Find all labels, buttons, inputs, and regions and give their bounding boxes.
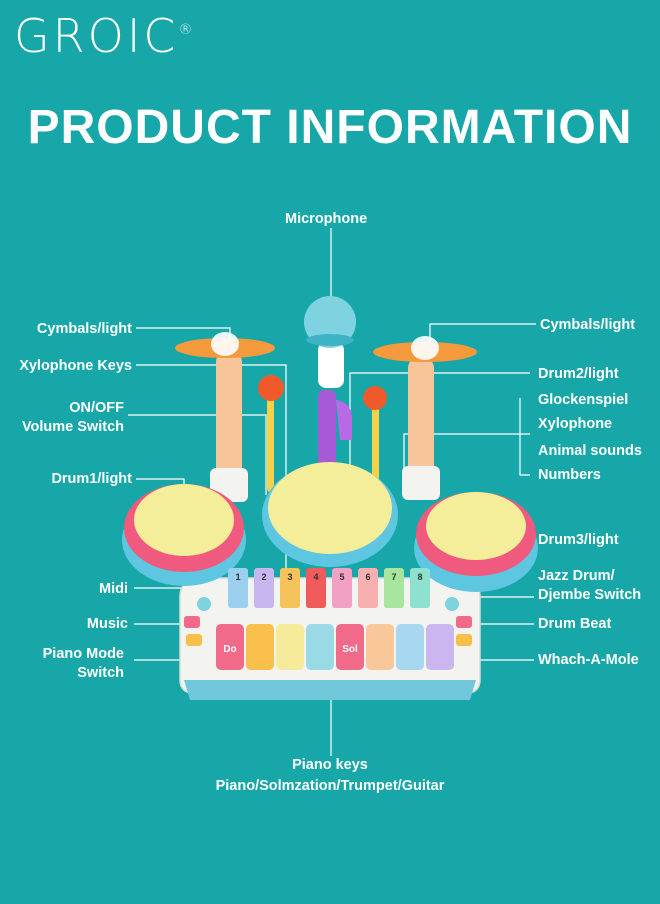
right-stand bbox=[408, 358, 434, 498]
toy-base bbox=[184, 680, 476, 700]
label-piano-mode: Piano Mode bbox=[42, 646, 124, 662]
center-drum-pad bbox=[268, 462, 392, 554]
piano-keys bbox=[216, 624, 454, 670]
label-microphone: Microphone bbox=[285, 211, 368, 227]
right-drum-pad bbox=[426, 492, 526, 560]
label-volume-switch: Volume Switch bbox=[21, 419, 124, 435]
left-stand bbox=[216, 352, 242, 502]
label-cymbals-left: Cymbals/light bbox=[36, 321, 132, 337]
label-jazz-drum: Jazz Drum/ bbox=[538, 568, 615, 584]
xylophone-keys bbox=[228, 568, 430, 608]
label-numbers: Numbers bbox=[538, 467, 601, 483]
brand-name: GROIC bbox=[14, 9, 179, 63]
label-drum-beat: Drum Beat bbox=[538, 616, 612, 632]
toy-drum-set: 1 2 3 4 5 6 7 8 Do Sol bbox=[122, 296, 538, 700]
label-piano-modes: Piano/Solmzation/Trumpet/Guitar bbox=[215, 778, 445, 794]
music-button bbox=[184, 616, 200, 628]
xylo-key-5: 5 bbox=[339, 572, 344, 582]
piano-key-do: Do bbox=[223, 644, 236, 655]
label-whack-a-mole: Whach-A-Mole bbox=[538, 652, 639, 668]
label-xylophone-keys: Xylophone Keys bbox=[19, 358, 132, 374]
mole-button bbox=[456, 634, 472, 646]
mode-button bbox=[186, 634, 202, 646]
mic-stand bbox=[318, 390, 336, 480]
label-drum2: Drum2/light bbox=[538, 366, 619, 382]
piano-key-sol: Sol bbox=[342, 644, 358, 655]
midi-button bbox=[197, 597, 211, 611]
xylo-key-2: 2 bbox=[261, 572, 266, 582]
registered-mark: ® bbox=[178, 22, 193, 38]
right-stick bbox=[372, 404, 379, 496]
label-switch: Switch bbox=[77, 665, 124, 681]
brand-logo: GROIC® bbox=[14, 8, 193, 64]
xylo-key-3: 3 bbox=[287, 572, 292, 582]
drum-beat-button bbox=[456, 616, 472, 628]
label-drum3: Drum3/light bbox=[538, 532, 619, 548]
label-midi: Midi bbox=[99, 581, 128, 597]
xylo-key-1: 1 bbox=[235, 572, 240, 582]
xylo-key-6: 6 bbox=[365, 572, 370, 582]
left-stick bbox=[267, 392, 274, 492]
label-djembe-switch: Djembe Switch bbox=[538, 587, 642, 603]
label-on-off: ON/OFF bbox=[69, 400, 124, 416]
label-drum1: Drum1/light bbox=[51, 471, 132, 487]
label-piano-keys: Piano keys bbox=[292, 757, 368, 773]
label-cymbals-right: Cymbals/light bbox=[540, 317, 636, 333]
label-glockenspiel: Glockenspiel bbox=[538, 392, 629, 408]
label-xylophone: Xylophone bbox=[538, 416, 613, 432]
djembe-switch bbox=[445, 597, 459, 611]
xylo-key-8: 8 bbox=[417, 572, 422, 582]
mic-handle bbox=[318, 342, 344, 388]
label-music: Music bbox=[86, 616, 128, 632]
page-title: PRODUCT INFORMATION bbox=[27, 101, 633, 154]
xylo-key-7: 7 bbox=[391, 572, 396, 582]
xylo-key-4: 4 bbox=[313, 572, 318, 582]
label-animal-sounds: Animal sounds bbox=[538, 443, 642, 459]
left-drum-pad bbox=[134, 484, 234, 556]
